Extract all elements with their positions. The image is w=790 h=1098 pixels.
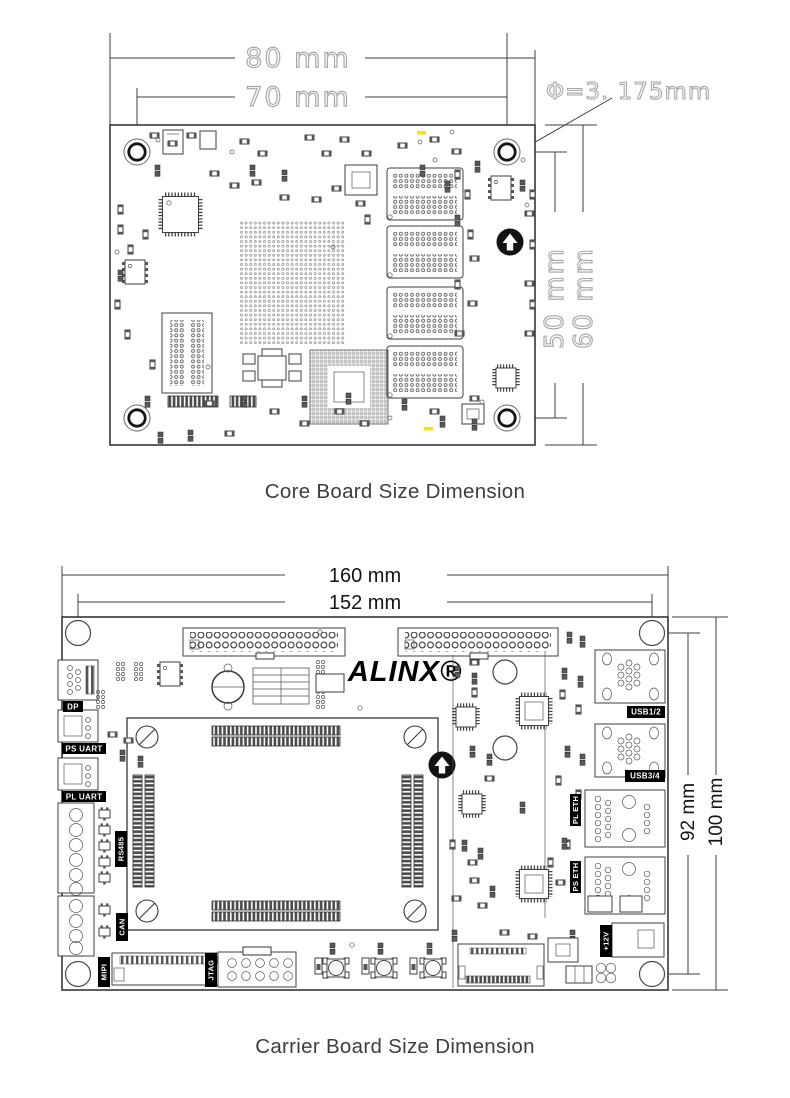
svg-text:PL ETH: PL ETH bbox=[571, 796, 580, 824]
label-pl-eth: PL ETH bbox=[570, 794, 581, 826]
dim-core-hole-diameter-label: Φ=3. 175mm bbox=[546, 79, 711, 105]
label-jtag: JTAG bbox=[205, 953, 217, 987]
svg-text:USB3/4: USB3/4 bbox=[630, 772, 660, 781]
svg-text:+12V: +12V bbox=[602, 932, 611, 951]
can-terminal bbox=[57, 895, 111, 957]
dim-core-width-outer-label: 80 mm bbox=[245, 43, 351, 74]
alinx-logo: ALINX® bbox=[347, 656, 462, 688]
push-button bbox=[419, 957, 447, 979]
dim-core-width-holes-label: 70 mm bbox=[245, 82, 351, 113]
dim-carrier-width-outer-label: 160 mm bbox=[329, 565, 401, 587]
label-pl-uart: PL UART bbox=[62, 791, 106, 802]
label-ps-eth: PS ETH bbox=[570, 861, 581, 893]
push-button bbox=[322, 957, 350, 979]
core-board-drawing: 80 mm 70 mm Φ=3. 175mm 50 mm 60 mm bbox=[109, 33, 711, 446]
config-chip bbox=[156, 661, 184, 687]
dp-connector bbox=[57, 659, 99, 701]
core-caption: Core Board Size Dimension bbox=[264, 480, 526, 503]
label-ps-uart: PS UART bbox=[62, 743, 106, 754]
dim-carrier-width-outer: 160 mm bbox=[61, 565, 669, 617]
dim-core-height-holes-label: 50 mm bbox=[540, 247, 570, 349]
usb12-connector bbox=[594, 649, 666, 704]
dc-jack bbox=[611, 922, 665, 958]
dim-carrier-height-outer: 100 mm bbox=[672, 616, 728, 991]
label-power-12v: +12V bbox=[600, 925, 612, 957]
svg-text:PS ETH: PS ETH bbox=[571, 863, 580, 892]
jtag-socket bbox=[217, 946, 297, 988]
sd-card-slot bbox=[457, 943, 545, 987]
orientation-arrow-icon bbox=[428, 751, 456, 779]
svg-text:PS UART: PS UART bbox=[65, 745, 102, 754]
dim-core-height-holes: 50 mm bbox=[517, 151, 571, 419]
dim-core-width-holes: 70 mm bbox=[136, 33, 508, 150]
carrier-caption: Carrier Board Size Dimension bbox=[255, 1035, 535, 1058]
connector-labels: DP PS UART PL UART RS485 CAN MIPI JTAG U… bbox=[62, 701, 665, 987]
dim-carrier-height-holes: 92 mm bbox=[662, 632, 700, 975]
dim-carrier-height-holes-label: 92 mm bbox=[678, 783, 699, 841]
boot-mode-table bbox=[252, 667, 310, 705]
label-usb12: USB1/2 bbox=[627, 706, 665, 718]
usb34-connector bbox=[594, 723, 666, 778]
svg-text:DP: DP bbox=[67, 703, 79, 712]
carrier-board-drawing: 160 mm 152 mm 92 mm 100 mm bbox=[57, 565, 728, 991]
label-rs485: RS485 bbox=[115, 831, 127, 867]
svg-text:CAN: CAN bbox=[118, 918, 127, 935]
dim-carrier-width-holes: 152 mm bbox=[77, 592, 653, 633]
svg-text:RS485: RS485 bbox=[117, 837, 126, 861]
pl-uart-connector bbox=[57, 757, 99, 791]
svg-text:USB1/2: USB1/2 bbox=[631, 708, 661, 717]
dim-core-height-outer-label: 60 mm bbox=[569, 247, 599, 349]
ps-uart-connector bbox=[57, 709, 99, 743]
push-button bbox=[370, 957, 398, 979]
carrier-right-connectors bbox=[584, 649, 666, 958]
carrier-bottom-row bbox=[217, 895, 643, 988]
core-module-area bbox=[126, 717, 439, 931]
core-components bbox=[114, 129, 536, 444]
dim-carrier-width-holes-label: 152 mm bbox=[329, 592, 401, 614]
pl-eth-connector bbox=[584, 789, 666, 848]
svg-text:JTAG: JTAG bbox=[207, 960, 216, 981]
svg-text:MIPI: MIPI bbox=[100, 964, 109, 981]
dim-core-hole-diameter: Φ=3. 175mm bbox=[496, 78, 711, 165]
dim-core-height-outer: 60 mm bbox=[545, 124, 600, 446]
dim-carrier-height-outer-label: 100 mm bbox=[706, 778, 727, 847]
dim-core-width-outer: 80 mm bbox=[109, 33, 536, 125]
label-mipi: MIPI bbox=[98, 957, 110, 987]
svg-text:PL UART: PL UART bbox=[66, 793, 103, 802]
label-dp: DP bbox=[63, 701, 83, 712]
label-usb34: USB3/4 bbox=[625, 770, 665, 782]
carrier-components bbox=[107, 629, 586, 988]
label-can: CAN bbox=[116, 913, 128, 941]
coin-battery bbox=[211, 663, 245, 711]
rs485-terminal bbox=[57, 802, 111, 896]
carrier-left-connectors bbox=[57, 659, 253, 986]
orientation-arrow-icon bbox=[496, 228, 524, 256]
